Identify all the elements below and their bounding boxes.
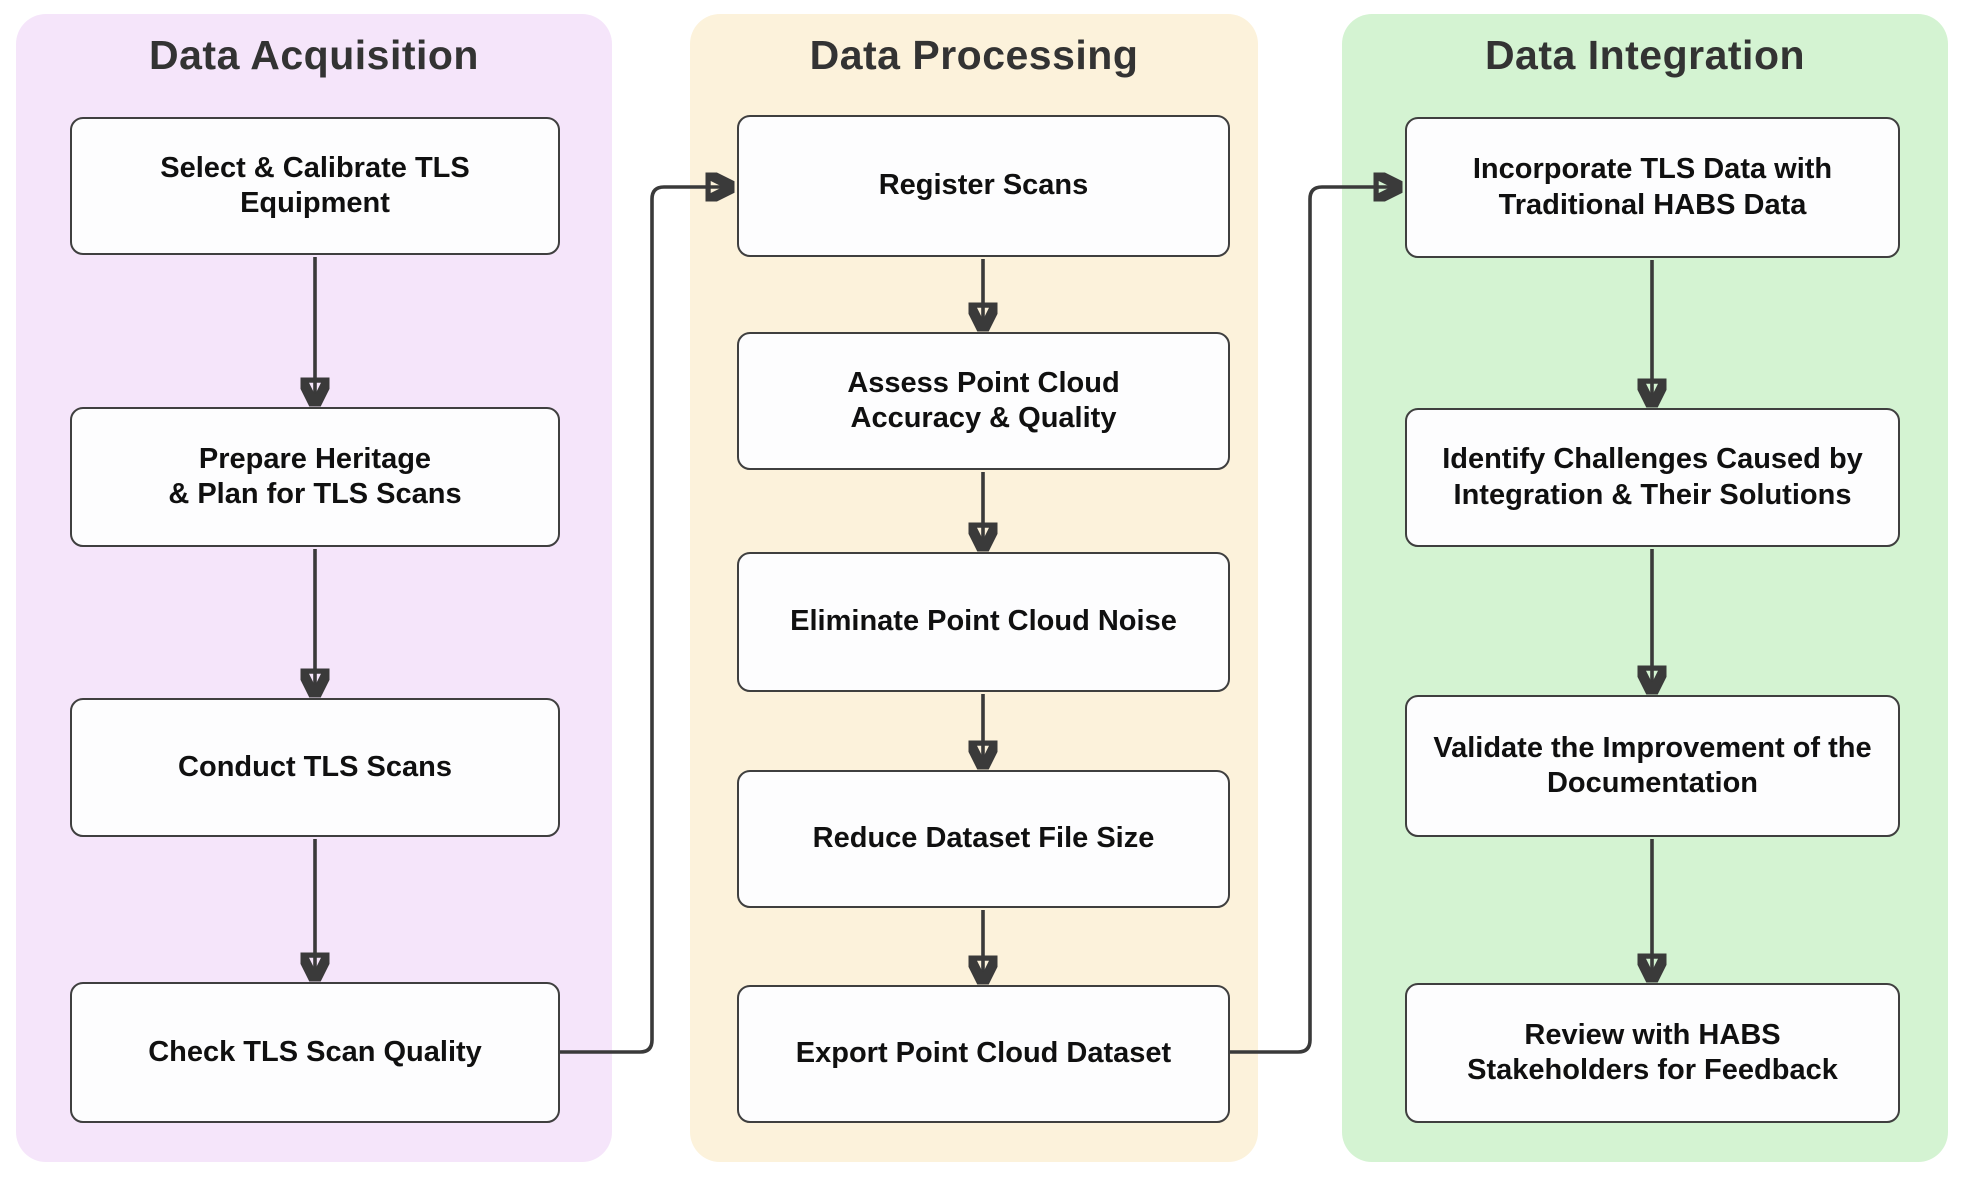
flow-node-assess-point-cloud-accuracy-quality: Assess Point Cloud Accuracy & Quality — [737, 332, 1230, 470]
panel-title-data-acquisition: Data Acquisition — [149, 32, 479, 78]
flow-node-incorporate-tls-with-habs-data: Incorporate TLS Data with Traditional HA… — [1405, 117, 1900, 258]
flow-node-check-tls-scan-quality: Check TLS Scan Quality — [70, 982, 560, 1123]
flow-node-register-scans: Register Scans — [737, 115, 1230, 257]
flow-node-eliminate-point-cloud-noise: Eliminate Point Cloud Noise — [737, 552, 1230, 692]
flow-node-prepare-heritage-plan-tls-scans: Prepare Heritage & Plan for TLS Scans — [70, 407, 560, 547]
flow-node-export-point-cloud-dataset: Export Point Cloud Dataset — [737, 985, 1230, 1123]
flow-node-identify-challenges-solutions: Identify Challenges Caused by Integratio… — [1405, 408, 1900, 547]
flow-node-select-calibrate-tls-equipment: Select & Calibrate TLS Equipment — [70, 117, 560, 255]
flow-node-reduce-dataset-file-size: Reduce Dataset File Size — [737, 770, 1230, 908]
flow-node-validate-improvement-documentation: Validate the Improvement of the Document… — [1405, 695, 1900, 837]
flow-node-review-habs-stakeholders-feedback: Review with HABS Stakeholders for Feedba… — [1405, 983, 1900, 1123]
panel-title-data-processing: Data Processing — [809, 32, 1139, 78]
panel-title-data-integration: Data Integration — [1484, 32, 1806, 78]
flow-node-conduct-tls-scans: Conduct TLS Scans — [70, 698, 560, 837]
